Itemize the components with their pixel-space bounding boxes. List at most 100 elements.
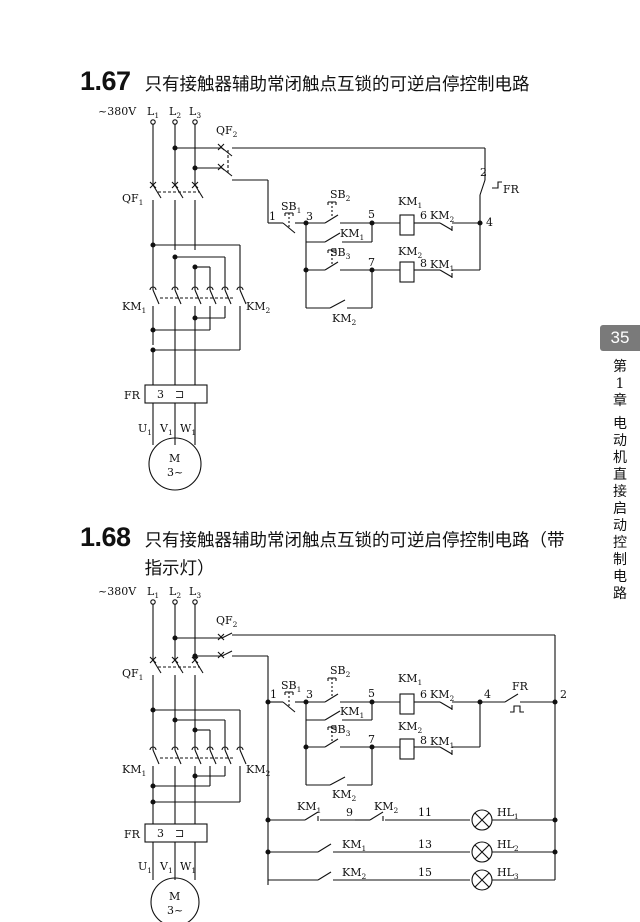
svg-text:U1: U1 [138, 422, 152, 437]
svg-text:HL2: HL2 [497, 838, 519, 853]
svg-text:KM1: KM1 [342, 838, 366, 853]
svg-text:SB1: SB1 [281, 679, 301, 694]
svg-text:U1: U1 [138, 860, 152, 875]
svg-text:KM2: KM2 [374, 800, 398, 815]
power-lines [152, 124, 222, 185]
svg-text:QF1: QF1 [122, 667, 143, 682]
svg-text:KM1: KM1 [297, 800, 321, 815]
thermal-overload-relay: FR 3 ⊐ [124, 820, 208, 880]
qf2-breaker: QF2 [216, 124, 485, 181]
svg-text:L2: L2 [169, 585, 181, 600]
motor: U1 V1 W1 M 3~ [138, 422, 202, 491]
svg-text:SB1: SB1 [281, 200, 301, 215]
section-title: 只有接触器辅助常闭触点互锁的可逆启停控制电路 [144, 75, 530, 95]
svg-text:KM1: KM1 [340, 705, 364, 720]
svg-text:L1: L1 [147, 105, 159, 120]
svg-text:1: 1 [270, 688, 277, 701]
svg-text:KM2: KM2 [246, 763, 270, 778]
motor: U1 V1 W1 M 3~ [138, 860, 200, 922]
svg-text:KM2: KM2 [398, 245, 422, 260]
svg-text:QF1: QF1 [122, 192, 143, 207]
svg-text:11: 11 [418, 806, 432, 819]
circuit-diagram-1-68: ~380V L1 L2 L3 QF2 QF1 [98, 585, 567, 922]
svg-text:QF2: QF2 [216, 124, 238, 139]
supply-voltage-label: ~380V [98, 105, 137, 118]
page-number: 35 [600, 325, 640, 351]
svg-text:8: 8 [420, 734, 427, 747]
svg-text:KM2: KM2 [430, 688, 454, 703]
svg-text:KM2: KM2 [398, 720, 422, 735]
svg-text:SB3: SB3 [330, 246, 351, 261]
svg-text:5: 5 [368, 208, 375, 221]
phase-labels: L1 L2 L3 [147, 585, 201, 600]
svg-text:HL1: HL1 [497, 806, 519, 821]
svg-text:7: 7 [368, 733, 375, 746]
svg-text:FR: FR [124, 389, 141, 402]
svg-text:SB2: SB2 [330, 188, 351, 203]
svg-text:3~: 3~ [167, 466, 183, 479]
svg-text:HL3: HL3 [497, 866, 519, 881]
circuit-diagram-1-67: ~380V L1 L2 L3 QF2 QF1 [98, 105, 520, 491]
svg-text:⊐: ⊐ [175, 388, 184, 401]
svg-text:6: 6 [420, 688, 427, 701]
svg-text:4: 4 [484, 688, 491, 701]
svg-text:FR: FR [503, 183, 520, 196]
svg-text:V1: V1 [159, 422, 173, 437]
svg-text:QF2: QF2 [216, 614, 238, 629]
svg-text:13: 13 [418, 838, 432, 851]
svg-text:SB2: SB2 [330, 664, 351, 679]
svg-text:KM1: KM1 [398, 195, 422, 210]
svg-text:KM1: KM1 [122, 763, 146, 778]
phase-labels: L1 L2 L3 [147, 105, 201, 120]
section-number: 1.68 [80, 522, 131, 552]
svg-text:3~: 3~ [167, 904, 183, 917]
svg-text:W1: W1 [180, 860, 196, 875]
svg-text:W1: W1 [180, 422, 196, 437]
svg-text:M: M [169, 890, 180, 903]
svg-text:L1: L1 [147, 585, 159, 600]
svg-text:KM2: KM2 [342, 866, 366, 881]
svg-text:1: 1 [269, 210, 276, 223]
svg-text:3: 3 [306, 210, 313, 223]
svg-text:KM1: KM1 [398, 672, 422, 687]
svg-text:⊐: ⊐ [175, 827, 184, 840]
svg-text:7: 7 [368, 256, 375, 269]
svg-text:FR: FR [512, 680, 529, 693]
control-circuit: 1 SB1 3 SB2 KM1 5 KM1 6 KM2 SB3 KM2 7 KM… [265, 635, 567, 885]
section-number: 1.67 [80, 66, 131, 96]
svg-text:M: M [169, 452, 180, 465]
svg-text:L3: L3 [189, 105, 201, 120]
svg-text:KM1: KM1 [430, 735, 454, 750]
qf1-breaker: QF1 [122, 181, 204, 250]
svg-text:L3: L3 [189, 585, 201, 600]
svg-text:8: 8 [420, 257, 427, 270]
svg-text:L2: L2 [169, 105, 181, 120]
svg-text:2: 2 [480, 166, 487, 179]
svg-text:KM2: KM2 [246, 300, 270, 315]
qf1-breaker: QF1 [122, 656, 204, 730]
svg-text:3: 3 [157, 827, 164, 840]
qf2-breaker: QF2 [216, 614, 555, 659]
svg-text:15: 15 [418, 866, 432, 879]
svg-text:KM1: KM1 [122, 300, 146, 315]
svg-text:V1: V1 [159, 860, 173, 875]
svg-text:KM2: KM2 [430, 209, 454, 224]
svg-text:5: 5 [368, 687, 375, 700]
svg-text:KM2: KM2 [332, 788, 356, 803]
svg-text:SB3: SB3 [330, 723, 351, 738]
svg-text:2: 2 [560, 688, 567, 701]
svg-text:KM1: KM1 [340, 227, 364, 242]
svg-text:3: 3 [306, 688, 313, 701]
thermal-overload-relay: FR 3 ⊐ [124, 384, 208, 445]
section-heading-1-68: 1.68 只有接触器辅助常闭触点互锁的可逆启停控制电路（带指示灯） [80, 522, 565, 583]
power-lines [152, 604, 222, 660]
svg-text:KM1: KM1 [430, 258, 454, 273]
indicator-lamps: KM1 9 KM2 11 HL1 KM1 13 HL2 KM2 15 HL3 [265, 800, 558, 891]
svg-text:6: 6 [420, 209, 427, 222]
main-contactors: KM1 KM2 [122, 707, 270, 820]
control-circuit: 1 SB1 3 SB2 KM1 5 KM1 6 KM2 SB3 KM2 7 [267, 148, 520, 327]
svg-text:KM2: KM2 [332, 312, 356, 327]
main-contactors: KM1 KM2 [122, 242, 270, 385]
